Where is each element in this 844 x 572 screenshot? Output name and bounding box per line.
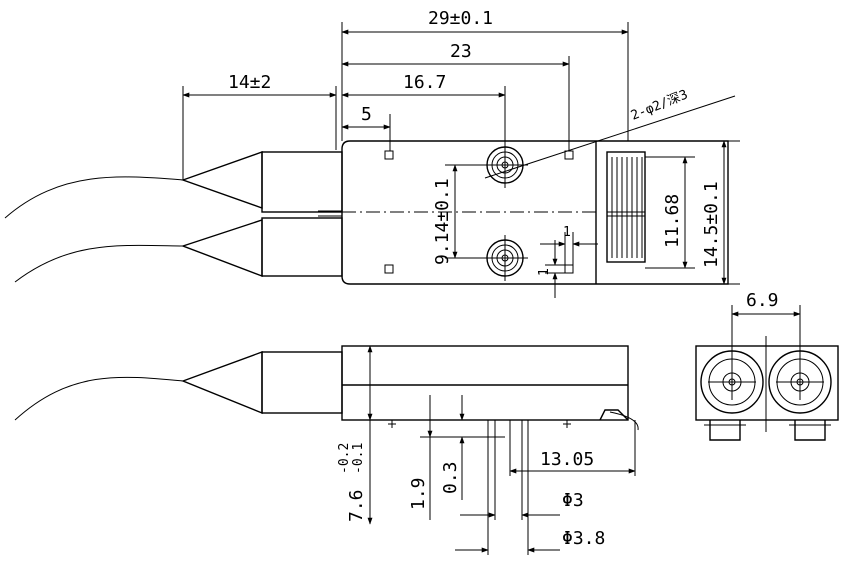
dim-small-right: 1 — [563, 225, 571, 240]
end-view: 6.9 — [695, 290, 839, 441]
dim-pin-diameter-inner: Φ3 — [562, 490, 584, 511]
dim-small-bottom: 1 — [537, 268, 552, 276]
hole-spec-leader — [484, 95, 736, 179]
dim-fiber-length: 14±2 — [228, 72, 271, 93]
mount-square-tl — [384, 150, 394, 160]
dim-outer-height: 14.5±0.1 — [701, 181, 722, 268]
sleeve-side — [261, 351, 343, 414]
fiber-upper — [4, 176, 184, 219]
fiber-side — [14, 376, 184, 421]
sleeve-lower — [261, 217, 343, 277]
dim-hole-2-pos: 23 — [450, 41, 472, 62]
dim-total-height-tol-upper: -0.2 — [337, 443, 352, 474]
dim-port-spacing: 6.9 — [746, 290, 779, 311]
fin-grid — [606, 151, 646, 263]
end-pin-left — [709, 420, 741, 441]
sleeve-upper — [261, 151, 343, 213]
main-body-outline — [341, 140, 729, 285]
port-left — [700, 305, 764, 414]
end-body — [695, 345, 839, 421]
side-body — [341, 345, 629, 421]
side-pin-notch — [599, 409, 629, 421]
dim-pin-depth: 1.9 — [408, 477, 429, 510]
mount-square-bl — [384, 264, 394, 274]
dim-pin-offset: 0.3 — [440, 461, 461, 494]
dim-pin-diameter-outer: Φ3.8 — [562, 528, 605, 549]
dim-pin-position: 13.05 — [540, 449, 594, 470]
fiber-boot-upper — [180, 151, 263, 209]
dim-mount-hole-offset: 5 — [361, 104, 372, 125]
side-view: 7.6 -0.2 -0.1 1.9 0.3 13.05 Φ3 Φ3.8 — [14, 345, 639, 555]
dim-hole-spacing: 9.14±0.1 — [432, 178, 453, 265]
end-pin-right — [794, 420, 826, 441]
fiber-lower — [14, 244, 184, 283]
mount-square-br — [564, 264, 574, 274]
dim-total-height-tol-lower: -0.1 — [351, 443, 366, 474]
mount-square-tr — [564, 150, 574, 160]
port-right — [768, 305, 832, 414]
dim-overall-length: 29±0.1 — [428, 8, 493, 29]
dim-hole-spec: 2-φ2/深3 — [629, 87, 690, 123]
dim-hole-1-pos: 16.7 — [403, 72, 446, 93]
dim-total-height: 7.6 — [346, 489, 367, 522]
fiber-boot-lower — [180, 219, 263, 278]
dim-inner-height: 11.68 — [662, 194, 683, 248]
fiber-boot-side — [181, 350, 263, 415]
top-view: 29±0.1 23 16.7 14±2 5 2-φ2/深3 9.14±0.1 1… — [4, 8, 740, 298]
